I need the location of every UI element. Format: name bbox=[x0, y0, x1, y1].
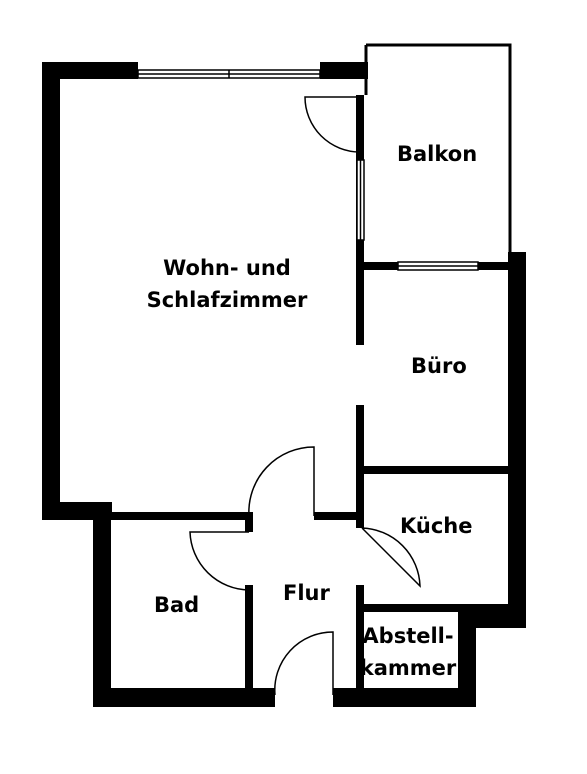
doors bbox=[189, 96, 421, 696]
label-kueche: Küche bbox=[400, 514, 473, 538]
label-wohn-line1: Wohn- und bbox=[163, 256, 291, 280]
wall-top-right bbox=[320, 62, 368, 79]
wall-balkon-buero-right bbox=[478, 262, 512, 270]
wall-bad-left bbox=[93, 502, 111, 707]
wall-bottom-left bbox=[93, 688, 275, 707]
balcony-outline bbox=[364, 43, 512, 262]
door-entrance bbox=[274, 631, 334, 696]
wall-flur-top-right bbox=[314, 512, 364, 520]
wall-bad-flur-lower bbox=[245, 585, 253, 688]
label-buero: Büro bbox=[411, 354, 467, 378]
door-bad bbox=[189, 531, 250, 591]
wall-abstell-left bbox=[356, 585, 364, 688]
balcony-railing bbox=[366, 43, 512, 262]
wall-abstell-right bbox=[458, 610, 476, 707]
label-flur: Flur bbox=[283, 581, 330, 605]
wall-kueche-left bbox=[356, 466, 364, 528]
door-living bbox=[248, 446, 315, 517]
wall-abstell-top bbox=[458, 610, 526, 628]
wall-buero-kueche bbox=[358, 466, 508, 474]
exterior-walls bbox=[42, 62, 526, 707]
label-abstell-line2: kammer bbox=[359, 656, 457, 680]
label-wohn-line2: Schlafzimmer bbox=[146, 288, 308, 312]
label-wohn-schlafzimmer: Wohn- und Schlafzimmer bbox=[122, 252, 332, 316]
wall-flur-top-left bbox=[111, 512, 246, 520]
wall-right bbox=[508, 252, 526, 628]
windows bbox=[137, 69, 479, 271]
wall-bottom-right bbox=[333, 688, 475, 707]
door-kueche bbox=[361, 527, 421, 588]
wall-top-left bbox=[42, 62, 138, 79]
label-abstell-line1: Abstell- bbox=[362, 624, 454, 648]
label-bad: Bad bbox=[154, 593, 200, 617]
wall-bad-flur-upper bbox=[245, 512, 253, 532]
door-balkon bbox=[304, 96, 361, 153]
wall-balkon-buero-left bbox=[356, 262, 398, 270]
wall-divider-lower bbox=[356, 405, 364, 520]
wall-kueche-bottom bbox=[358, 604, 508, 612]
label-abstellkammer: Abstell- kammer bbox=[356, 620, 460, 684]
wall-left bbox=[42, 62, 60, 520]
label-balkon: Balkon bbox=[397, 142, 478, 166]
